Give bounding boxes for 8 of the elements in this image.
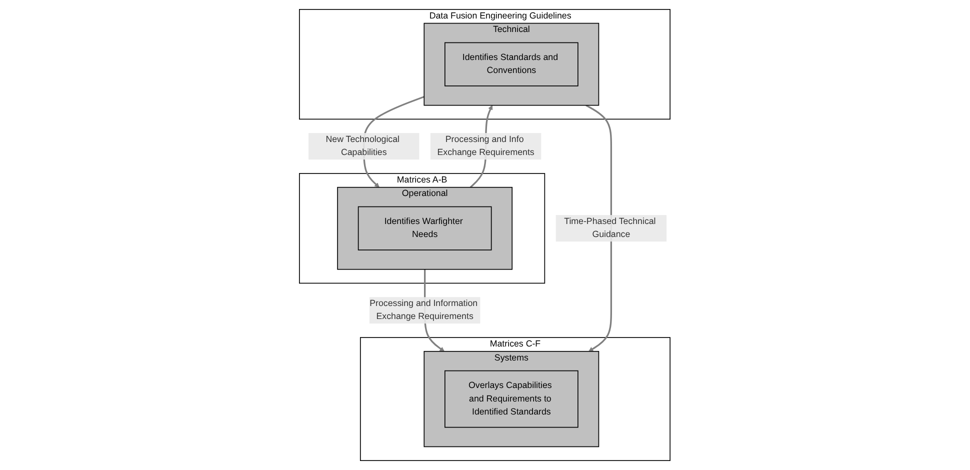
edge-label: Processing and Info Exchange Requirements — [437, 134, 535, 158]
node-box: Identifies Warfighter Needs — [358, 206, 492, 250]
edge-label: Time-Phased Technical Guidance — [564, 216, 656, 240]
node-box: Identifies Standards and Conventions — [444, 42, 579, 86]
edge-label: Processing and Information Exchange Requirements — [370, 298, 478, 322]
node-box: Overlays Capabilities and Requirements to Identified Standards — [444, 370, 579, 428]
arrow — [586, 104, 612, 352]
edge-label: New Technological Capabilities — [326, 134, 400, 158]
